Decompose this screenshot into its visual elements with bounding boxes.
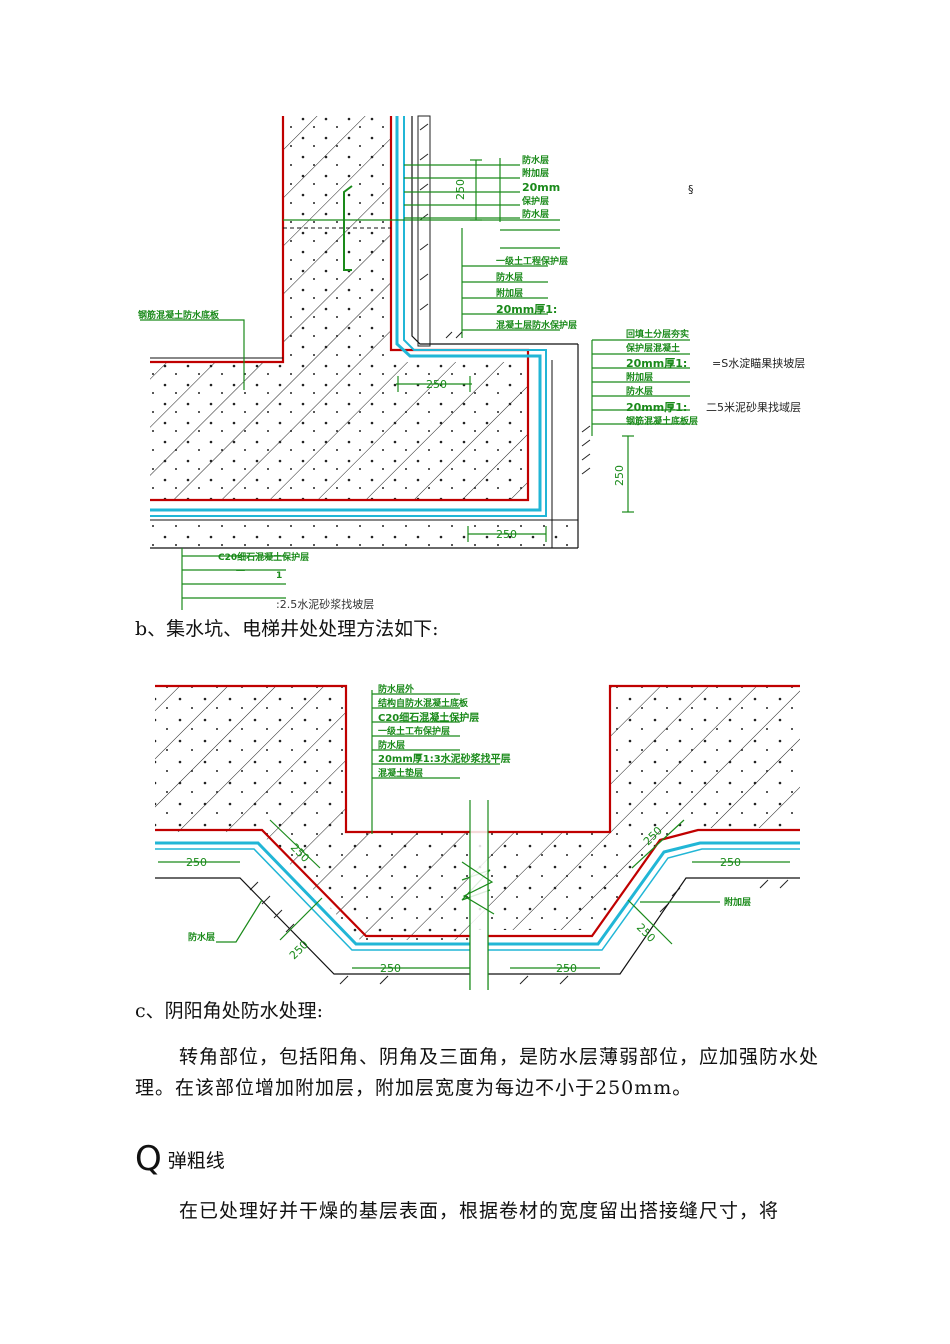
fig2-label-7: 混凝土垫层 — [378, 767, 423, 779]
bottom-note: :2.5水泥砂浆找坡层 — [276, 597, 374, 611]
dim-250-bottom: 250 — [496, 528, 517, 541]
fig2-label-2: 结构自防水混凝土底板 — [378, 697, 469, 709]
fig2-dim-bottom-left: 250 — [380, 962, 401, 975]
wall-label-1: 防水层 — [522, 154, 549, 166]
dim-250-right: 250 — [613, 465, 626, 486]
right-note-1: =S水淀瞄果挟坡层 — [712, 356, 805, 370]
dim-250-wall: 250 — [454, 179, 467, 200]
right-label-7: 钢筋混凝土底板层 — [626, 415, 698, 427]
right-note-2: 二5米泥砂果找域层 — [706, 400, 801, 414]
left-label-1: 一级土工程保护层 — [496, 255, 568, 267]
wall-label-3: 20mm — [522, 181, 560, 194]
figure-1-drawing: 250 250 250 250 防水层 附加层 20mm 保护层 防水层 一级土… — [0, 0, 950, 620]
heading-b: b、集水坑、电梯井处处理方法如下: — [135, 618, 439, 640]
right-label-6: 20mm厚1: — [626, 401, 687, 414]
fig2-label-1: 防水层外 — [378, 683, 414, 695]
left-note: 钢筋混凝土防水底板 — [138, 309, 220, 321]
paragraph-last: 在已处理好并干燥的基层表面，根据卷材的宽度留出搭接缝尺寸，将 — [179, 1200, 780, 1222]
fig2-dim-bottom-right: 250 — [556, 962, 577, 975]
section-q-heading: Q 弹粗线 — [135, 1134, 225, 1184]
wall-label-2: 附加层 — [522, 167, 549, 179]
heading-c: c、阴阳角处防水处理: — [135, 1000, 324, 1022]
fig2-dim-right: 250 — [720, 856, 741, 869]
bottom-label-1: C20细石混凝土保护层 — [218, 551, 309, 563]
fig2-right-note: 附加层 — [724, 896, 751, 908]
right-label-2: 保护层混凝土 — [625, 342, 680, 354]
left-label-4: 20mm厚1: — [496, 303, 557, 316]
bottom-label-3: 1 — [276, 571, 282, 581]
wall-label-4: 保护层 — [521, 195, 549, 207]
paragraph-c: 转角部位，包括阳角、阴角及三面角，是防水层薄弱部位，应加强防水处理。在该部位增加… — [135, 1046, 820, 1099]
fig2-dim-slope-left-low: 250 — [287, 938, 311, 962]
fig2-dim-left: 250 — [186, 856, 207, 869]
fig2-label-5: 防水层 — [378, 739, 405, 751]
section-q-title: 弹粗线 — [167, 1149, 225, 1172]
left-label-3: 附加层 — [496, 287, 523, 299]
section-q-glyph: Q — [135, 1139, 162, 1179]
fig2-label-4: 一级土工布保护层 — [378, 725, 450, 737]
left-label-5: 混凝土层防水保护层 — [496, 319, 577, 331]
left-label-2: 防水层 — [496, 271, 523, 283]
right-label-3: 20mm厚1: — [626, 357, 687, 370]
wall-label-5: 防水层 — [522, 208, 549, 220]
fig2-left-note: 防水层 — [188, 931, 215, 943]
right-label-5: 防水层 — [626, 385, 653, 397]
figure-2-drawing: 防水层外 结构自防水混凝土底板 C20细石混凝土保护层 一级土工布保护层 防水层… — [0, 670, 950, 995]
dim-250-slab: 250 — [426, 378, 447, 391]
right-label-4: 附加层 — [626, 371, 653, 383]
bottom-label-2: 一 — [236, 567, 245, 577]
fig2-label-6: 20mm厚1:3水泥砂浆找平层 — [378, 752, 511, 765]
fig2-label-3: C20细石混凝土保护层 — [378, 711, 479, 724]
right-label-1: 回填土分层夯实 — [626, 328, 689, 340]
stray-mark: § — [688, 183, 694, 196]
